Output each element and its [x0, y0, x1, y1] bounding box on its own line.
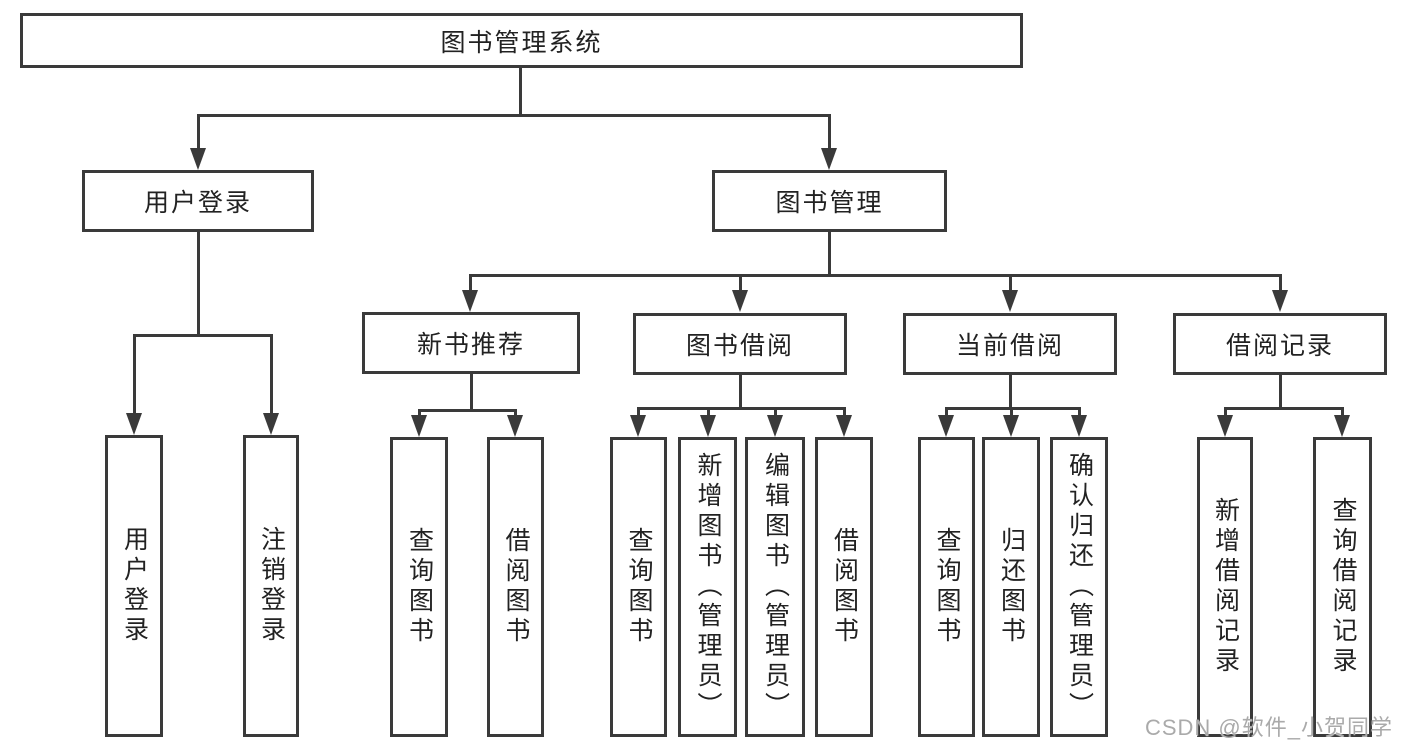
arrow-down-icon	[263, 413, 279, 435]
connector-vline	[774, 407, 777, 417]
leaf-query-borrow-record: 查询借阅记录	[1313, 437, 1372, 737]
leaf-borrowing-query-books: 查询图书	[610, 437, 667, 737]
node-root-label: 图书管理系统	[440, 28, 603, 57]
node-user-login: 用户登录	[82, 170, 314, 232]
node-user-login-label: 用户登录	[143, 189, 252, 217]
leaf-confirm-return-admin: 确认归还（管理员）	[1050, 437, 1108, 737]
connector-vline	[133, 334, 136, 416]
leaf-user-login-label: 用户登录	[120, 526, 149, 646]
arrow-down-icon	[190, 148, 206, 170]
csdn-watermark: CSDN @软件_小贺同学	[1144, 715, 1393, 740]
connector-vline	[1279, 274, 1282, 294]
leaf-logout: 注销登录	[243, 435, 299, 737]
connector-vline	[739, 375, 742, 410]
arrow-down-icon	[700, 415, 716, 437]
arrow-down-icon	[462, 290, 478, 312]
arrow-down-icon	[1002, 290, 1018, 312]
connector-vline	[1010, 407, 1013, 417]
connector-vline	[1078, 407, 1081, 417]
connector-vline	[197, 232, 200, 337]
arrow-down-icon	[1334, 415, 1350, 437]
leaf-recommend-query-books-label: 查询图书	[405, 527, 434, 647]
connector-hline	[469, 274, 1282, 277]
leaf-logout-label: 注销登录	[257, 526, 286, 646]
node-current-borrowing-label: 当前借阅	[955, 332, 1064, 360]
connector-hline	[133, 334, 273, 337]
connector-hline	[197, 114, 831, 117]
connector-vline	[945, 407, 948, 417]
leaf-add-borrow-record: 新增借阅记录	[1197, 437, 1253, 737]
connector-hline	[1224, 407, 1344, 410]
arrow-down-icon	[767, 415, 783, 437]
leaf-add-book-admin-label: 新增图书（管理员）	[694, 452, 722, 722]
arrow-down-icon	[126, 413, 142, 435]
arrow-down-icon	[1217, 415, 1233, 437]
leaf-return-books-label: 归还图书	[997, 527, 1026, 647]
connector-vline	[843, 407, 846, 417]
connector-vline	[519, 68, 522, 117]
connector-vline	[470, 374, 473, 412]
leaf-confirm-return-admin-label: 确认归还（管理员）	[1065, 452, 1094, 722]
connector-vline	[197, 114, 200, 152]
arrow-down-icon	[630, 415, 646, 437]
node-current-borrowing: 当前借阅	[903, 313, 1117, 375]
leaf-add-book-admin: 新增图书（管理员）	[678, 437, 737, 737]
leaf-borrowing-query-books-label: 查询图书	[625, 527, 653, 647]
connector-vline	[1224, 407, 1227, 417]
arrow-down-icon	[1003, 415, 1019, 437]
arrow-down-icon	[732, 290, 748, 312]
leaf-add-borrow-record-label: 新增借阅记录	[1211, 497, 1240, 677]
node-root: 图书管理系统	[20, 13, 1023, 68]
arrow-down-icon	[507, 415, 523, 437]
node-borrowing-records: 借阅记录	[1173, 313, 1387, 375]
connector-vline	[469, 274, 472, 294]
connector-vline	[1341, 407, 1344, 417]
arrow-down-icon	[938, 415, 954, 437]
node-new-book-recommend-label: 新书推荐	[416, 331, 525, 359]
connector-vline	[828, 114, 831, 152]
node-book-management-label: 图书管理	[775, 189, 884, 217]
leaf-current-query-books: 查询图书	[918, 437, 975, 737]
connector-hline	[945, 407, 1081, 410]
leaf-recommend-query-books: 查询图书	[390, 437, 448, 737]
node-book-borrowing-label: 图书借阅	[685, 332, 794, 360]
leaf-recommend-borrow-books: 借阅图书	[487, 437, 544, 737]
connector-vline	[1009, 375, 1012, 410]
arrow-down-icon	[411, 415, 427, 437]
node-book-borrowing: 图书借阅	[633, 313, 847, 375]
leaf-borrowing-borrow-books: 借阅图书	[815, 437, 873, 737]
leaf-current-query-books-label: 查询图书	[933, 527, 961, 647]
node-new-book-recommend: 新书推荐	[362, 312, 580, 374]
arrow-down-icon	[1071, 415, 1087, 437]
arrow-down-icon	[821, 148, 837, 170]
connector-vline	[270, 334, 273, 416]
node-book-management: 图书管理	[712, 170, 947, 232]
connector-vline	[514, 409, 517, 419]
connector-vline	[418, 409, 421, 419]
connector-vline	[1009, 274, 1012, 294]
node-borrowing-records-label: 借阅记录	[1225, 332, 1334, 360]
connector-hline	[637, 407, 846, 410]
leaf-user-login: 用户登录	[105, 435, 163, 737]
connector-vline	[1279, 375, 1282, 410]
connector-vline	[739, 274, 742, 294]
leaf-return-books: 归还图书	[982, 437, 1040, 737]
connector-vline	[707, 407, 710, 417]
arrow-down-icon	[836, 415, 852, 437]
arrow-down-icon	[1272, 290, 1288, 312]
leaf-recommend-borrow-books-label: 借阅图书	[502, 527, 530, 647]
leaf-query-borrow-record-label: 查询借阅记录	[1329, 497, 1357, 677]
leaf-borrowing-borrow-books-label: 借阅图书	[830, 527, 859, 647]
connector-hline	[418, 409, 517, 412]
leaf-edit-book-admin: 编辑图书（管理员）	[745, 437, 805, 737]
connector-vline	[828, 232, 831, 277]
connector-vline	[637, 407, 640, 417]
leaf-edit-book-admin-label: 编辑图书（管理员）	[761, 452, 790, 722]
